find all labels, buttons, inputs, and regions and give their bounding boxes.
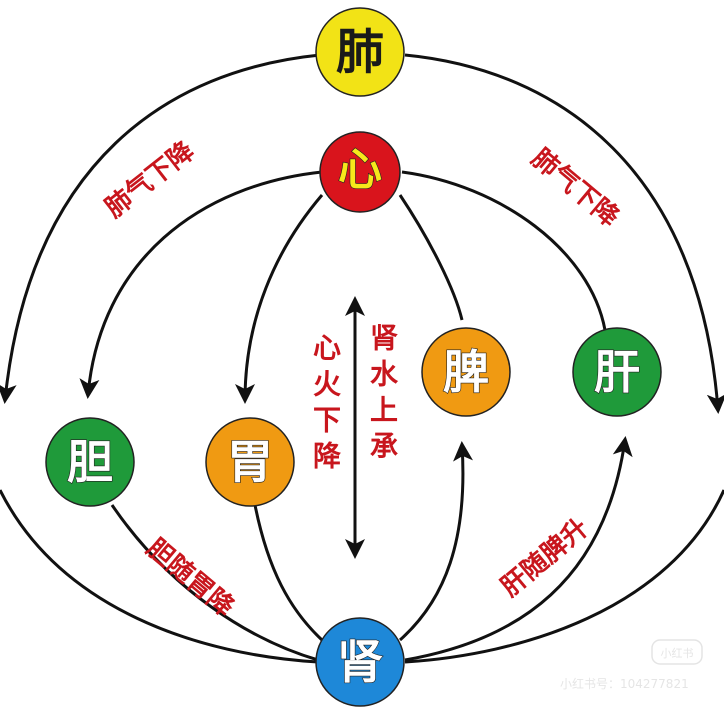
outer-arc-right (404, 53, 724, 414)
arc-heart-to-gallbladder (79, 170, 323, 399)
svg-text:心: 心 (338, 145, 382, 196)
svg-text:心: 心 (313, 332, 341, 365)
arc-gallbladder-to-kidney (110, 504, 319, 662)
watermark-id: 小红书号：104277821 (560, 676, 689, 691)
node-liver: 肝 (572, 327, 662, 417)
svg-text:降: 降 (313, 440, 342, 473)
node-stomach: 胃 (205, 417, 295, 507)
node-heart: 心 (319, 131, 401, 213)
node-kidney: 肾 (315, 617, 405, 707)
svg-text:肺: 肺 (336, 24, 384, 80)
outer-arc-bottom-right (404, 489, 724, 664)
label-lung-qi-left: 肺气下降 (99, 135, 201, 224)
svg-text:水: 水 (370, 358, 399, 391)
watermark: 小红书 小红书号：104277821 (560, 639, 703, 691)
svg-text:上: 上 (370, 394, 398, 427)
arc-heart-to-spleen (398, 194, 464, 321)
node-spleen: 脾 (421, 327, 511, 417)
outer-arc-bottom-left (0, 489, 319, 664)
svg-text:胆: 胆 (67, 435, 113, 489)
watermark-badge: 小红书 (661, 647, 694, 660)
node-gallbladder: 胆 (45, 417, 135, 507)
label-liver-spleen: 肝随脾升 (495, 512, 595, 603)
label-kidney-water: 肾 水 上 承 (370, 322, 399, 463)
svg-text:胃: 胃 (227, 435, 273, 489)
watermark-badge-frame (651, 639, 703, 665)
svg-text:脾: 脾 (443, 345, 489, 399)
svg-text:肾: 肾 (370, 322, 398, 355)
svg-text:下: 下 (313, 404, 341, 437)
svg-text:火: 火 (313, 368, 341, 401)
svg-text:肾: 肾 (337, 635, 383, 689)
outer-arc-left (0, 53, 321, 404)
label-gallbladder-stomach: 胆随胃降 (141, 532, 241, 623)
label-heart-fire: 心 火 下 降 (313, 332, 342, 473)
arc-heart-to-liver (401, 170, 607, 331)
arc-heart-to-stomach (235, 194, 324, 404)
arc-kidney-to-liver (404, 436, 633, 662)
arc-stomach-to-kidney (253, 504, 324, 642)
node-lung: 肺 (315, 7, 405, 97)
label-lung-qi-right: 肺气下降 (526, 142, 626, 233)
svg-text:肝: 肝 (594, 345, 640, 399)
svg-text:承: 承 (370, 430, 398, 463)
arc-kidney-to-spleen (399, 441, 473, 642)
